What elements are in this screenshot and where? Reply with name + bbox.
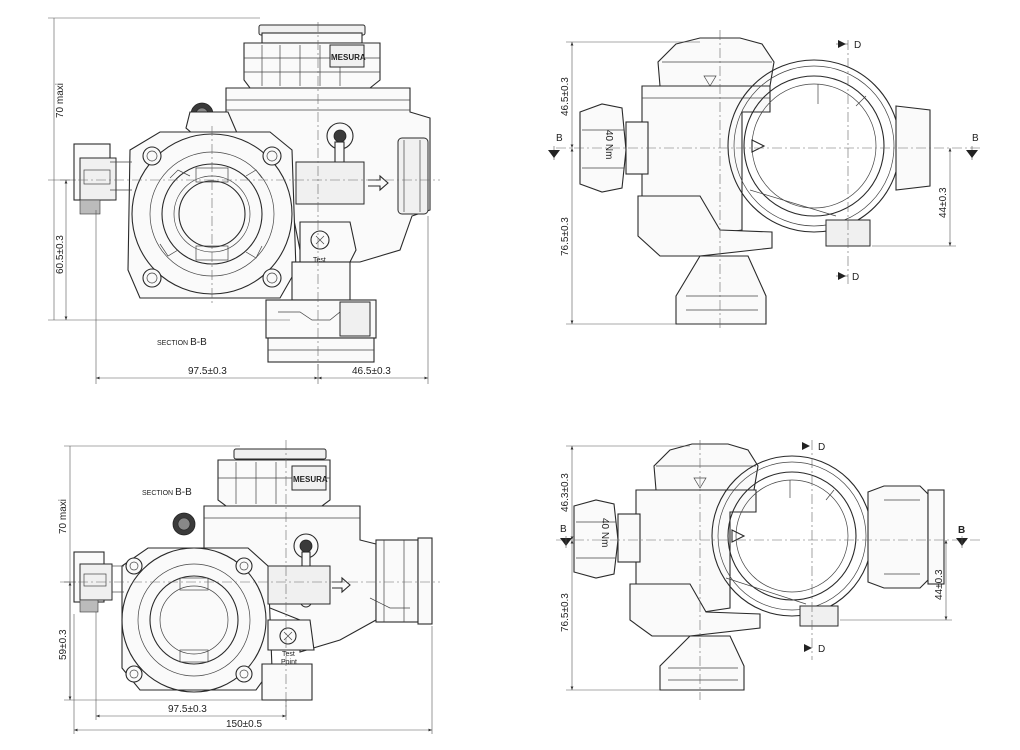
dim-width-total: 150±0.5: [226, 719, 263, 730]
svg-text:B: B: [560, 524, 567, 535]
svg-text:D: D: [854, 40, 861, 51]
svg-text:Test: Test: [282, 651, 295, 658]
section-markers: B B D D: [548, 40, 979, 283]
outlet-union: [265, 261, 377, 363]
hex-inlet-fitting: 40 Nm: [573, 499, 641, 579]
dim-inlet-height: 59±0.3: [58, 629, 69, 660]
dim-lower: 76.5±0.3: [560, 217, 571, 256]
dimension-lines: [566, 41, 956, 325]
view-bottom-right: 40 Nm B B: [556, 440, 980, 700]
dimension-lines: [64, 445, 433, 734]
regulator-cap: MESURA: [243, 24, 381, 89]
section-label: SECTION B-B: [157, 337, 207, 348]
torque-label: 40 Nm: [599, 518, 610, 547]
bolt-heads: [125, 557, 253, 683]
svg-text:D: D: [818, 644, 825, 655]
section-markers: B B D D: [560, 442, 968, 655]
view-top-left: MESURA: [48, 17, 440, 384]
dim-upper: 46.5±0.3: [560, 77, 571, 116]
svg-text:D: D: [818, 442, 825, 453]
inlet-ring: [121, 547, 273, 693]
inlet-connector: [73, 143, 132, 215]
svg-text:D: D: [852, 272, 859, 283]
svg-text:B: B: [972, 133, 979, 144]
inlet-connector: [73, 551, 124, 613]
dimension-lines: [48, 17, 429, 384]
regulator-cap: [653, 443, 759, 491]
svg-text:Test: Test: [313, 257, 326, 264]
valve-handle: [267, 533, 351, 608]
brand-label: MESURA: [331, 53, 366, 62]
view-bottom-left: MESURA SECTION B-B: [58, 440, 440, 734]
dim-inlet-height: 60.5±0.3: [55, 235, 66, 274]
valve-handle: [295, 122, 389, 205]
dim-outlet: 44±0.3: [938, 187, 949, 218]
svg-text:B: B: [958, 525, 965, 536]
torque-label: 40 Nm: [603, 130, 614, 159]
dim-width-left: 97.5±0.3: [188, 366, 227, 377]
dimension-lines: [566, 445, 952, 691]
outlet-ring: [711, 455, 873, 617]
outlet-union: [867, 485, 945, 589]
regulator-cap: MESURA: [217, 448, 331, 507]
dim-width-left: 97.5±0.3: [168, 704, 207, 715]
dim-upper: 46.3±0.3: [560, 473, 571, 512]
inlet-ring: [127, 131, 297, 299]
svg-text:Point: Point: [281, 659, 297, 666]
view-top-right: 40 Nm B B: [548, 30, 980, 330]
test-point: Test Point: [267, 619, 315, 666]
outlet-union: [369, 537, 433, 625]
dim-overall-height: 70 maxi: [58, 499, 69, 534]
dim-lower: 76.5±0.3: [560, 593, 571, 632]
brand-label: MESURA: [293, 475, 328, 484]
svg-text:B: B: [556, 133, 563, 144]
section-label: SECTION B-B: [142, 487, 192, 498]
dim-overall-height: 70 maxi: [55, 83, 66, 118]
bolt-heads: [142, 146, 282, 288]
dim-width-right: 46.5±0.3: [352, 366, 391, 377]
outlet-ring: [727, 59, 901, 233]
dim-outlet: 44±0.3: [934, 569, 945, 600]
